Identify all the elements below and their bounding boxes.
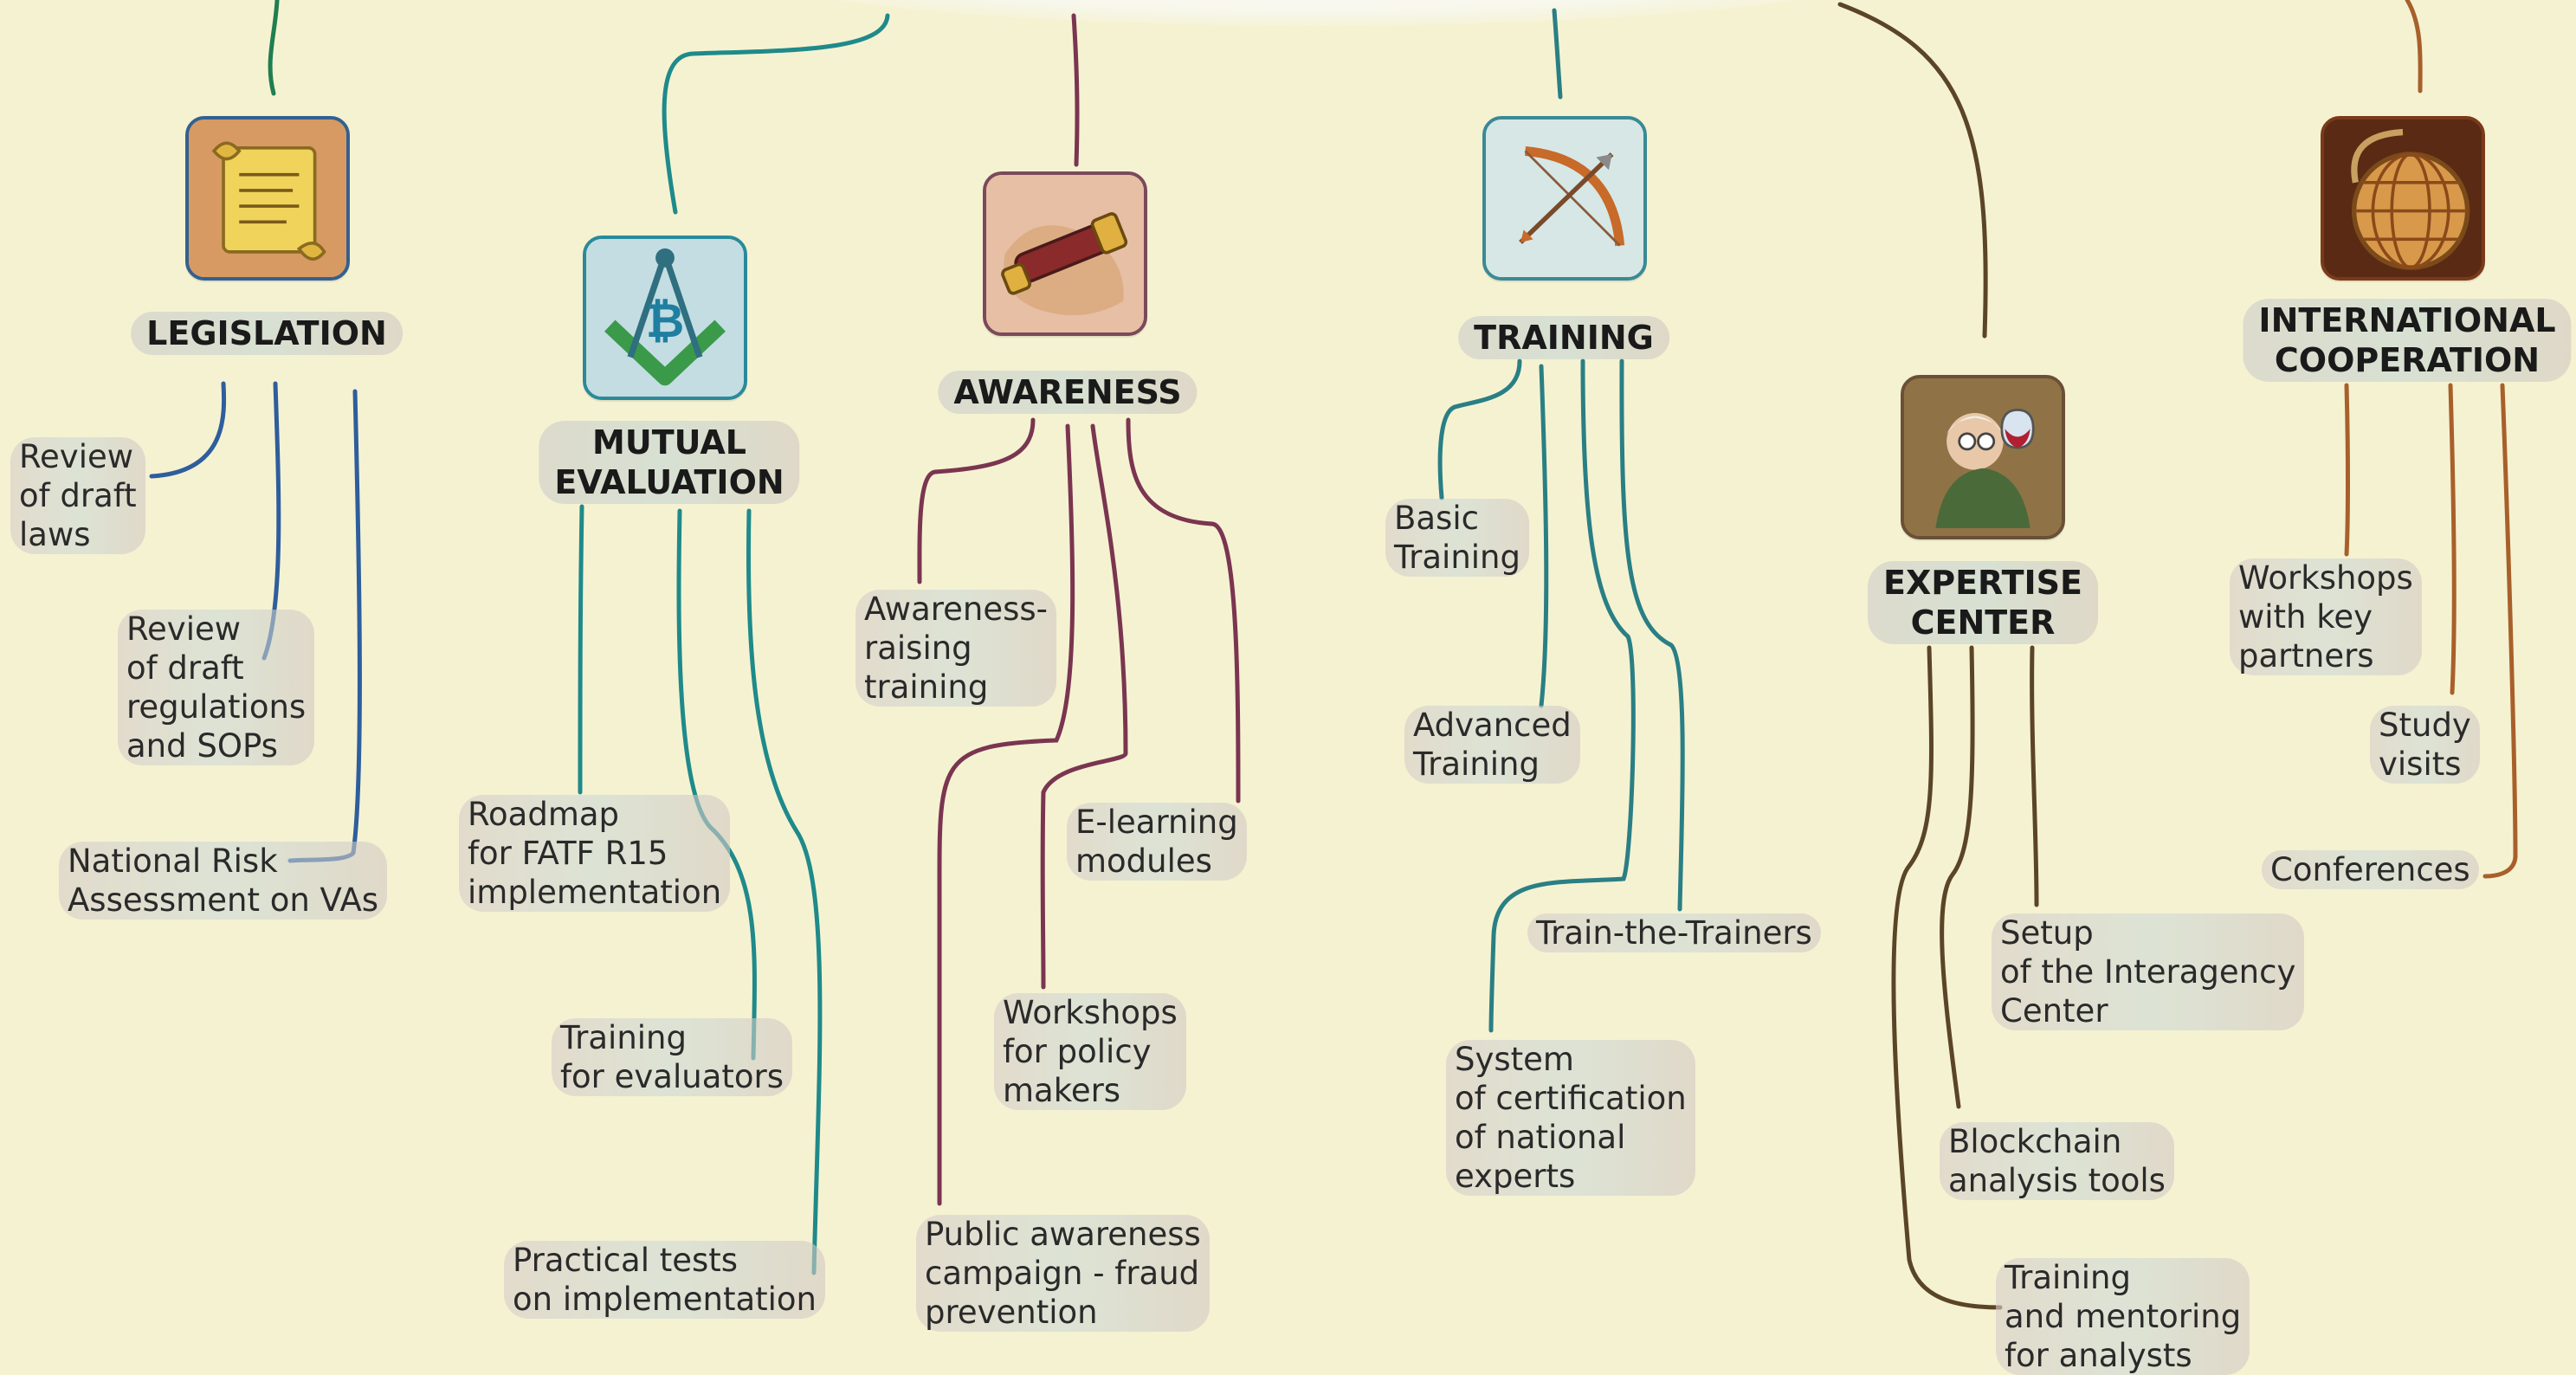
connector-awareness-raising [917, 417, 1036, 584]
branch-title-training: TRAINING [1458, 316, 1669, 359]
hub-connector-expertise-center [1837, 2, 1988, 339]
hub-connector-international-cooperation [2405, 0, 2423, 94]
connector-advanced-training [1539, 364, 1549, 708]
connector-conferences [2482, 383, 2518, 879]
connector-blockchain-tools [1940, 645, 1975, 1109]
international-cooperation-globe-icon [2321, 116, 2485, 281]
connector-e-learning [1126, 417, 1241, 804]
hub-connector-training [1552, 8, 1563, 100]
svg-text:₿: ₿ [646, 293, 685, 348]
branch-title-expertise-center: EXPERTISE CENTER [1867, 561, 2099, 644]
connector-training-evaluators [676, 508, 757, 1061]
leaf-workshops-partners: Workshops with key partners [2230, 558, 2422, 675]
hub-connector-mutual-evaluation [662, 13, 890, 215]
leaf-national-risk-assessment: National Risk Assessment on VAs [59, 842, 388, 920]
connector-workshops-partners [2344, 383, 2350, 557]
hub-connector-legislation [268, 0, 280, 96]
legislation-scroll-icon [185, 116, 350, 281]
connector-review-draft-laws [149, 381, 227, 479]
leaf-setup-interagency: Setup of the Interagency Center [1992, 913, 2305, 1030]
training-bow-arrow-icon [1482, 116, 1647, 281]
leaf-review-draft-regulations: Review of draft regulations and SOPs [118, 610, 315, 765]
leaf-system-certification: System of certification of national expe… [1446, 1040, 1695, 1196]
leaf-training-mentoring: Training and mentoring for analysts [1996, 1258, 2250, 1375]
branch-title-awareness: AWARENESS [938, 371, 1198, 414]
branch-title-mutual-evaluation: MUTUAL EVALUATION [539, 421, 800, 504]
connector-system-certification [1488, 358, 1636, 1033]
connector-practical-tests [746, 508, 823, 1275]
leaf-conferences: Conferences [2262, 850, 2479, 889]
leaf-blockchain-tools: Blockchain analysis tools [1940, 1122, 2174, 1200]
connector-workshops-policy [1040, 423, 1128, 990]
hub-connector-awareness [1071, 13, 1080, 167]
awareness-spyglass-icon [983, 171, 1147, 336]
leaf-awareness-raising: Awareness- raising training [855, 590, 1057, 707]
connector-basic-training [1437, 358, 1522, 500]
leaf-study-visits: Study visits [2370, 706, 2480, 784]
leaf-public-awareness: Public awareness campaign - fraud preven… [916, 1215, 1210, 1332]
connector-training-mentoring [1891, 645, 2003, 1310]
connector-train-the-trainers [1619, 358, 1685, 912]
mutual-evaluation-compass-bitcoin-icon: ₿ [583, 236, 747, 400]
connector-study-visits [2448, 383, 2457, 695]
leaf-advanced-training: Advanced Training [1404, 706, 1580, 784]
leaf-training-evaluators: Training for evaluators [552, 1018, 793, 1096]
connector-roadmap-fatf [578, 504, 584, 795]
leaf-e-learning: E-learning modules [1067, 803, 1247, 881]
leaf-train-the-trainers: Train-the-Trainers [1527, 913, 1821, 952]
expertise-center-scientist-icon [1901, 375, 2065, 539]
branch-title-international-cooperation: INTERNATIONAL COOPERATION [2243, 299, 2572, 382]
leaf-review-draft-laws: Review of draft laws [10, 437, 145, 554]
branch-title-legislation: LEGISLATION [131, 312, 403, 355]
leaf-practical-tests: Practical tests on implementation [504, 1241, 826, 1319]
leaf-basic-training: Basic Training [1385, 499, 1529, 577]
leaf-workshops-policy: Workshops for policy makers [994, 993, 1186, 1110]
leaf-roadmap-fatf: Roadmap for FATF R15 implementation [459, 795, 731, 912]
connector-setup-interagency [2030, 645, 2039, 907]
connector-public-awareness [937, 423, 1075, 1206]
